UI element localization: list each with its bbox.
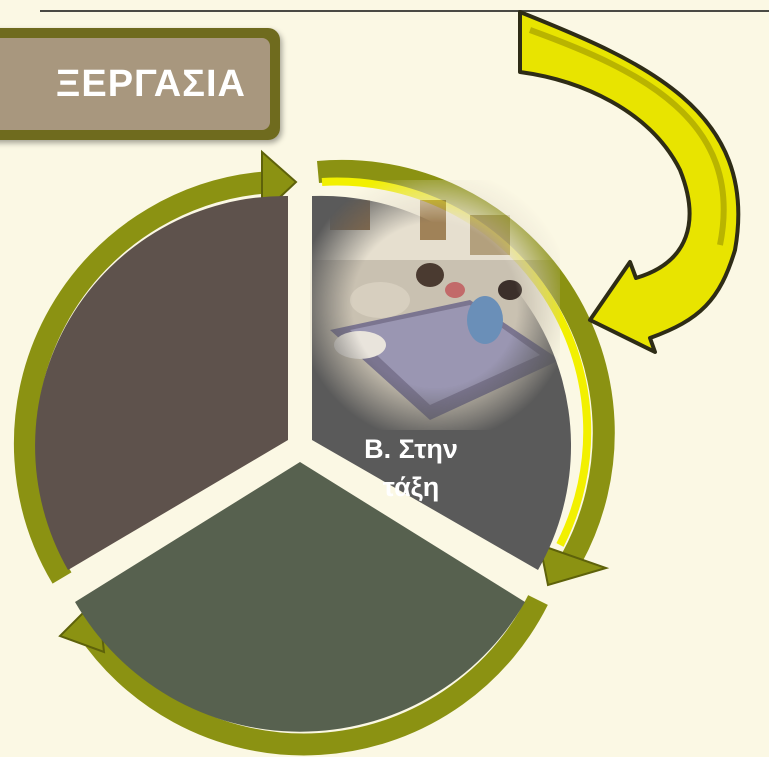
classroom-photo — [310, 180, 560, 430]
segment-label-right: Β. Στην τάξη — [336, 430, 486, 506]
page-title: ΞΕΡΓΑΣΙΑ — [0, 38, 270, 130]
top-divider-line — [40, 10, 769, 12]
segment-label-line-2: τάξη — [382, 472, 440, 502]
ring-arrow-right — [317, 159, 615, 564]
ring-arrow-bottom — [76, 595, 548, 756]
arrowhead-right-icon — [538, 543, 610, 587]
title-banner: ΞΕΡΓΑΣΙΑ — [0, 28, 280, 140]
segment-bottom[interactable] — [75, 462, 525, 732]
segment-left[interactable] — [35, 195, 288, 570]
ring-arrow-left — [13, 171, 273, 584]
segment-label-line-1: Β. Στην — [364, 434, 458, 464]
curved-arrow-icon — [518, 10, 741, 354]
